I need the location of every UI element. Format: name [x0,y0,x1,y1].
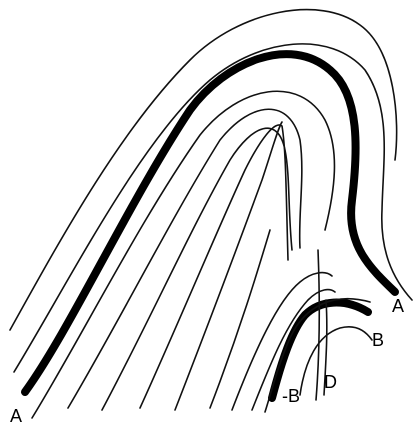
inner-fold-line-1 [32,91,334,418]
outer-fold-line [10,10,397,330]
label-d: D [324,372,337,392]
label-a-right: A [392,296,404,316]
inner-fold-line-3 [102,128,292,410]
label-b-right: B [372,330,384,350]
inner-fold-line-6 [210,230,270,408]
label-b-bottom: -B [282,386,300,406]
thick-bed-a [25,54,395,392]
inner-fold-line-5 [175,122,282,410]
label-a-left: A [10,406,22,426]
